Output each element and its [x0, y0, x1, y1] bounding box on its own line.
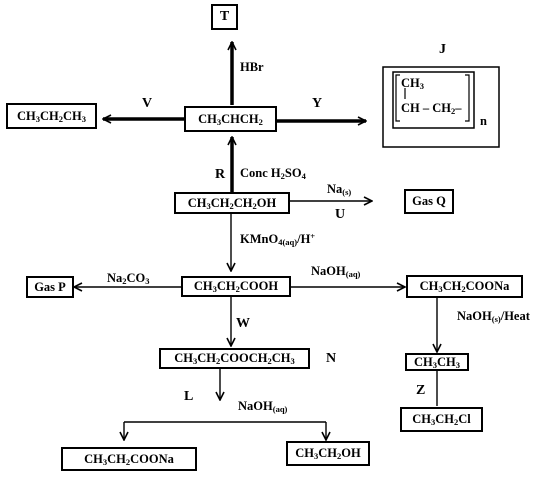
reagent-kmno4: KMnO4(aq)/H+ — [240, 231, 316, 247]
letter-L: L — [184, 389, 194, 404]
node-propene: CH3CHCH2 — [184, 106, 277, 132]
letter-Y: Y — [312, 96, 323, 111]
reagent-conc-h2so4: Conc H2SO4 — [240, 166, 306, 181]
letter-N: N — [326, 351, 337, 366]
reagent-naoh-heat: NaOH(s)/Heat — [457, 309, 530, 324]
reagent-naoh-aq: NaOH(aq) — [311, 264, 361, 279]
node-gas-q: Gas Q — [404, 189, 454, 214]
letter-R: R — [215, 167, 226, 182]
polymer-n: n — [480, 114, 487, 128]
node-ethane: CH3CH3 — [405, 353, 469, 371]
letter-V: V — [142, 96, 153, 111]
reagent-na2co3: Na2CO3 — [107, 271, 150, 286]
node-propanoic-acid: CH3CH2COOH — [181, 276, 291, 297]
reagent-naoh-aq-2: NaOH(aq) — [238, 399, 288, 414]
polymer-right-bracket — [465, 74, 470, 122]
reagent-na: Na(s) — [327, 182, 352, 197]
letter-U: U — [335, 207, 346, 222]
polymer-outer-box — [382, 66, 500, 148]
letter-W: W — [236, 316, 250, 331]
node-chloroethane: CH3CH2Cl — [400, 407, 483, 432]
node-propanol: CH3CH2CH2OH — [174, 192, 290, 214]
polymer-label: J — [439, 42, 446, 57]
node-ester: CH3CH2COOCH2CH3 — [159, 348, 310, 369]
node-ethanol: CH3CH2OH — [286, 441, 370, 466]
polymer-top-group: CH3 — [401, 76, 424, 91]
reagent-hbr: HBr — [240, 60, 264, 74]
node-propane: CH3CH2CH3 — [6, 103, 97, 129]
letter-Z: Z — [416, 383, 426, 398]
polymer-chain: CH – CH2– — [401, 101, 462, 116]
node-T: T — [211, 4, 238, 30]
node-sodium-propanoate: CH3CH2COONa — [406, 275, 523, 298]
polymer-left-bracket — [395, 74, 400, 122]
polymer-inner-box — [392, 71, 475, 129]
node-sodium-propanoate-2: CH3CH2COONa — [61, 447, 197, 471]
node-gas-p: Gas P — [26, 276, 74, 298]
